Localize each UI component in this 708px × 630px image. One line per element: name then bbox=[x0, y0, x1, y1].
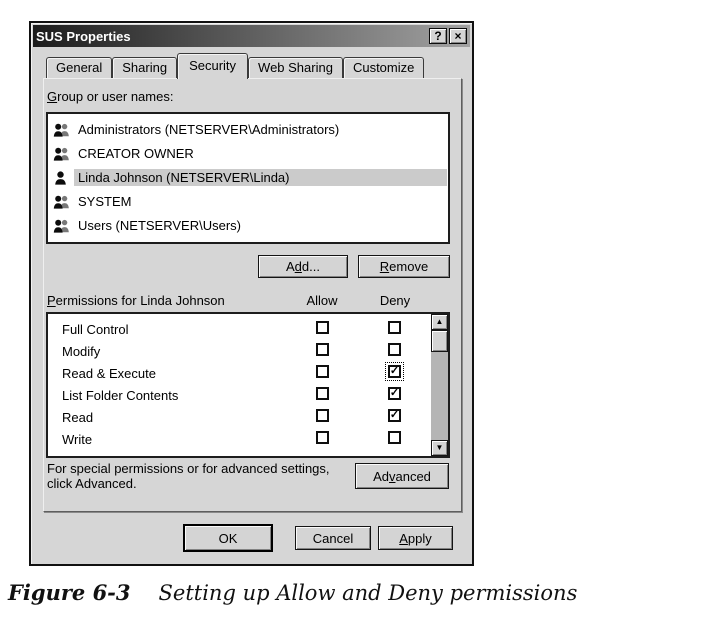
tab-security[interactable]: Security bbox=[177, 53, 249, 79]
allow-checkbox[interactable] bbox=[316, 321, 329, 334]
cancel-button[interactable]: Cancel bbox=[295, 526, 371, 550]
figure-label: Figure 6-3 bbox=[8, 580, 131, 605]
advanced-note: For special permissions or for advanced … bbox=[47, 461, 330, 491]
allow-checkbox[interactable] bbox=[316, 431, 329, 444]
user-name: SYSTEM bbox=[78, 193, 132, 209]
deny-checkbox[interactable] bbox=[388, 321, 401, 334]
permission-row: Write bbox=[48, 428, 431, 450]
help-icon[interactable]: ? bbox=[429, 28, 447, 44]
group-user-names-label: Group or user names: bbox=[47, 89, 174, 104]
permission-row: Full Control bbox=[48, 318, 431, 340]
permission-row: Modify bbox=[48, 340, 431, 362]
user-name: CREATOR OWNER bbox=[78, 145, 194, 161]
user-name: Users (NETSERVER\Users) bbox=[78, 217, 242, 233]
tab-sharing[interactable]: Sharing bbox=[112, 57, 178, 78]
ok-button[interactable]: OK bbox=[183, 524, 273, 552]
deny-checkbox[interactable]: ✓ bbox=[388, 409, 401, 422]
user-name: Administrators (NETSERVER\Administrators… bbox=[78, 121, 340, 137]
titlebar-buttons: ? × bbox=[429, 28, 467, 44]
permissions-list[interactable]: Full Control Modify Read & Execute ✓ Lis… bbox=[46, 312, 450, 458]
sus-properties-dialog: SUS Properties ? × General Sharing Secur… bbox=[29, 21, 474, 566]
allow-checkbox[interactable] bbox=[316, 387, 329, 400]
figure-caption-text: Setting up Allow and Deny permissions bbox=[158, 581, 578, 605]
tab-web-sharing[interactable]: Web Sharing bbox=[248, 57, 343, 78]
deny-checkbox[interactable]: ✓ bbox=[388, 387, 401, 400]
scrollbar-thumb[interactable] bbox=[431, 330, 448, 352]
security-tab-panel bbox=[43, 78, 462, 512]
up-arrow-icon: ▲ bbox=[435, 317, 444, 326]
group-user-list[interactable]: Administrators (NETSERVER\Administrators… bbox=[46, 112, 450, 244]
permissions-scrollbar[interactable]: ▲ ▼ bbox=[431, 314, 448, 456]
figure-caption: Figure 6-3 Setting up Allow and Deny perm… bbox=[8, 580, 577, 605]
deny-column-header: Deny bbox=[379, 293, 411, 308]
tab-strip: General Sharing Security Web Sharing Cus… bbox=[46, 53, 425, 79]
scroll-down-button[interactable]: ▼ bbox=[431, 440, 448, 456]
group-icon bbox=[53, 194, 70, 209]
permissions-rows: Full Control Modify Read & Execute ✓ Lis… bbox=[48, 318, 431, 450]
permission-row: Read ✓ bbox=[48, 406, 431, 428]
group-icon bbox=[53, 218, 70, 233]
deny-checkbox[interactable] bbox=[388, 343, 401, 356]
allow-column-header: Allow bbox=[306, 293, 338, 308]
list-item-user[interactable]: Linda Johnson (NETSERVER\Linda) bbox=[50, 165, 447, 189]
list-item-user[interactable]: Administrators (NETSERVER\Administrators… bbox=[50, 117, 447, 141]
permissions-for-label: Permissions for Linda Johnson bbox=[47, 293, 225, 308]
permission-name: Write bbox=[62, 431, 93, 447]
window-title: SUS Properties bbox=[36, 28, 131, 44]
tab-general[interactable]: General bbox=[46, 57, 113, 78]
permission-row: List Folder Contents ✓ bbox=[48, 384, 431, 406]
group-icon bbox=[53, 122, 70, 137]
allow-checkbox[interactable] bbox=[316, 365, 329, 378]
permission-name: Read & Execute bbox=[62, 365, 156, 381]
list-item-user[interactable]: SYSTEM bbox=[50, 189, 447, 213]
allow-checkbox[interactable] bbox=[316, 343, 329, 356]
user-name: Linda Johnson (NETSERVER\Linda) bbox=[74, 168, 447, 186]
permission-name: Modify bbox=[62, 343, 101, 359]
list-item-user[interactable]: CREATOR OWNER bbox=[50, 141, 447, 165]
group-icon bbox=[53, 146, 70, 161]
allow-checkbox[interactable] bbox=[316, 409, 329, 422]
user-icon bbox=[53, 170, 70, 185]
permission-name: List Folder Contents bbox=[62, 387, 179, 403]
tab-customize[interactable]: Customize bbox=[342, 57, 425, 78]
permission-name: Read bbox=[62, 409, 94, 425]
permission-row: Read & Execute ✓ bbox=[48, 362, 431, 384]
down-arrow-icon: ▼ bbox=[435, 443, 444, 452]
close-icon[interactable]: × bbox=[449, 28, 467, 44]
scroll-up-button[interactable]: ▲ bbox=[431, 314, 448, 330]
titlebar[interactable]: SUS Properties ? × bbox=[33, 25, 470, 47]
deny-checkbox[interactable]: ✓ bbox=[385, 362, 404, 381]
permission-name: Full Control bbox=[62, 321, 129, 337]
deny-checkbox[interactable] bbox=[388, 431, 401, 444]
list-item-user[interactable]: Users (NETSERVER\Users) bbox=[50, 213, 447, 237]
